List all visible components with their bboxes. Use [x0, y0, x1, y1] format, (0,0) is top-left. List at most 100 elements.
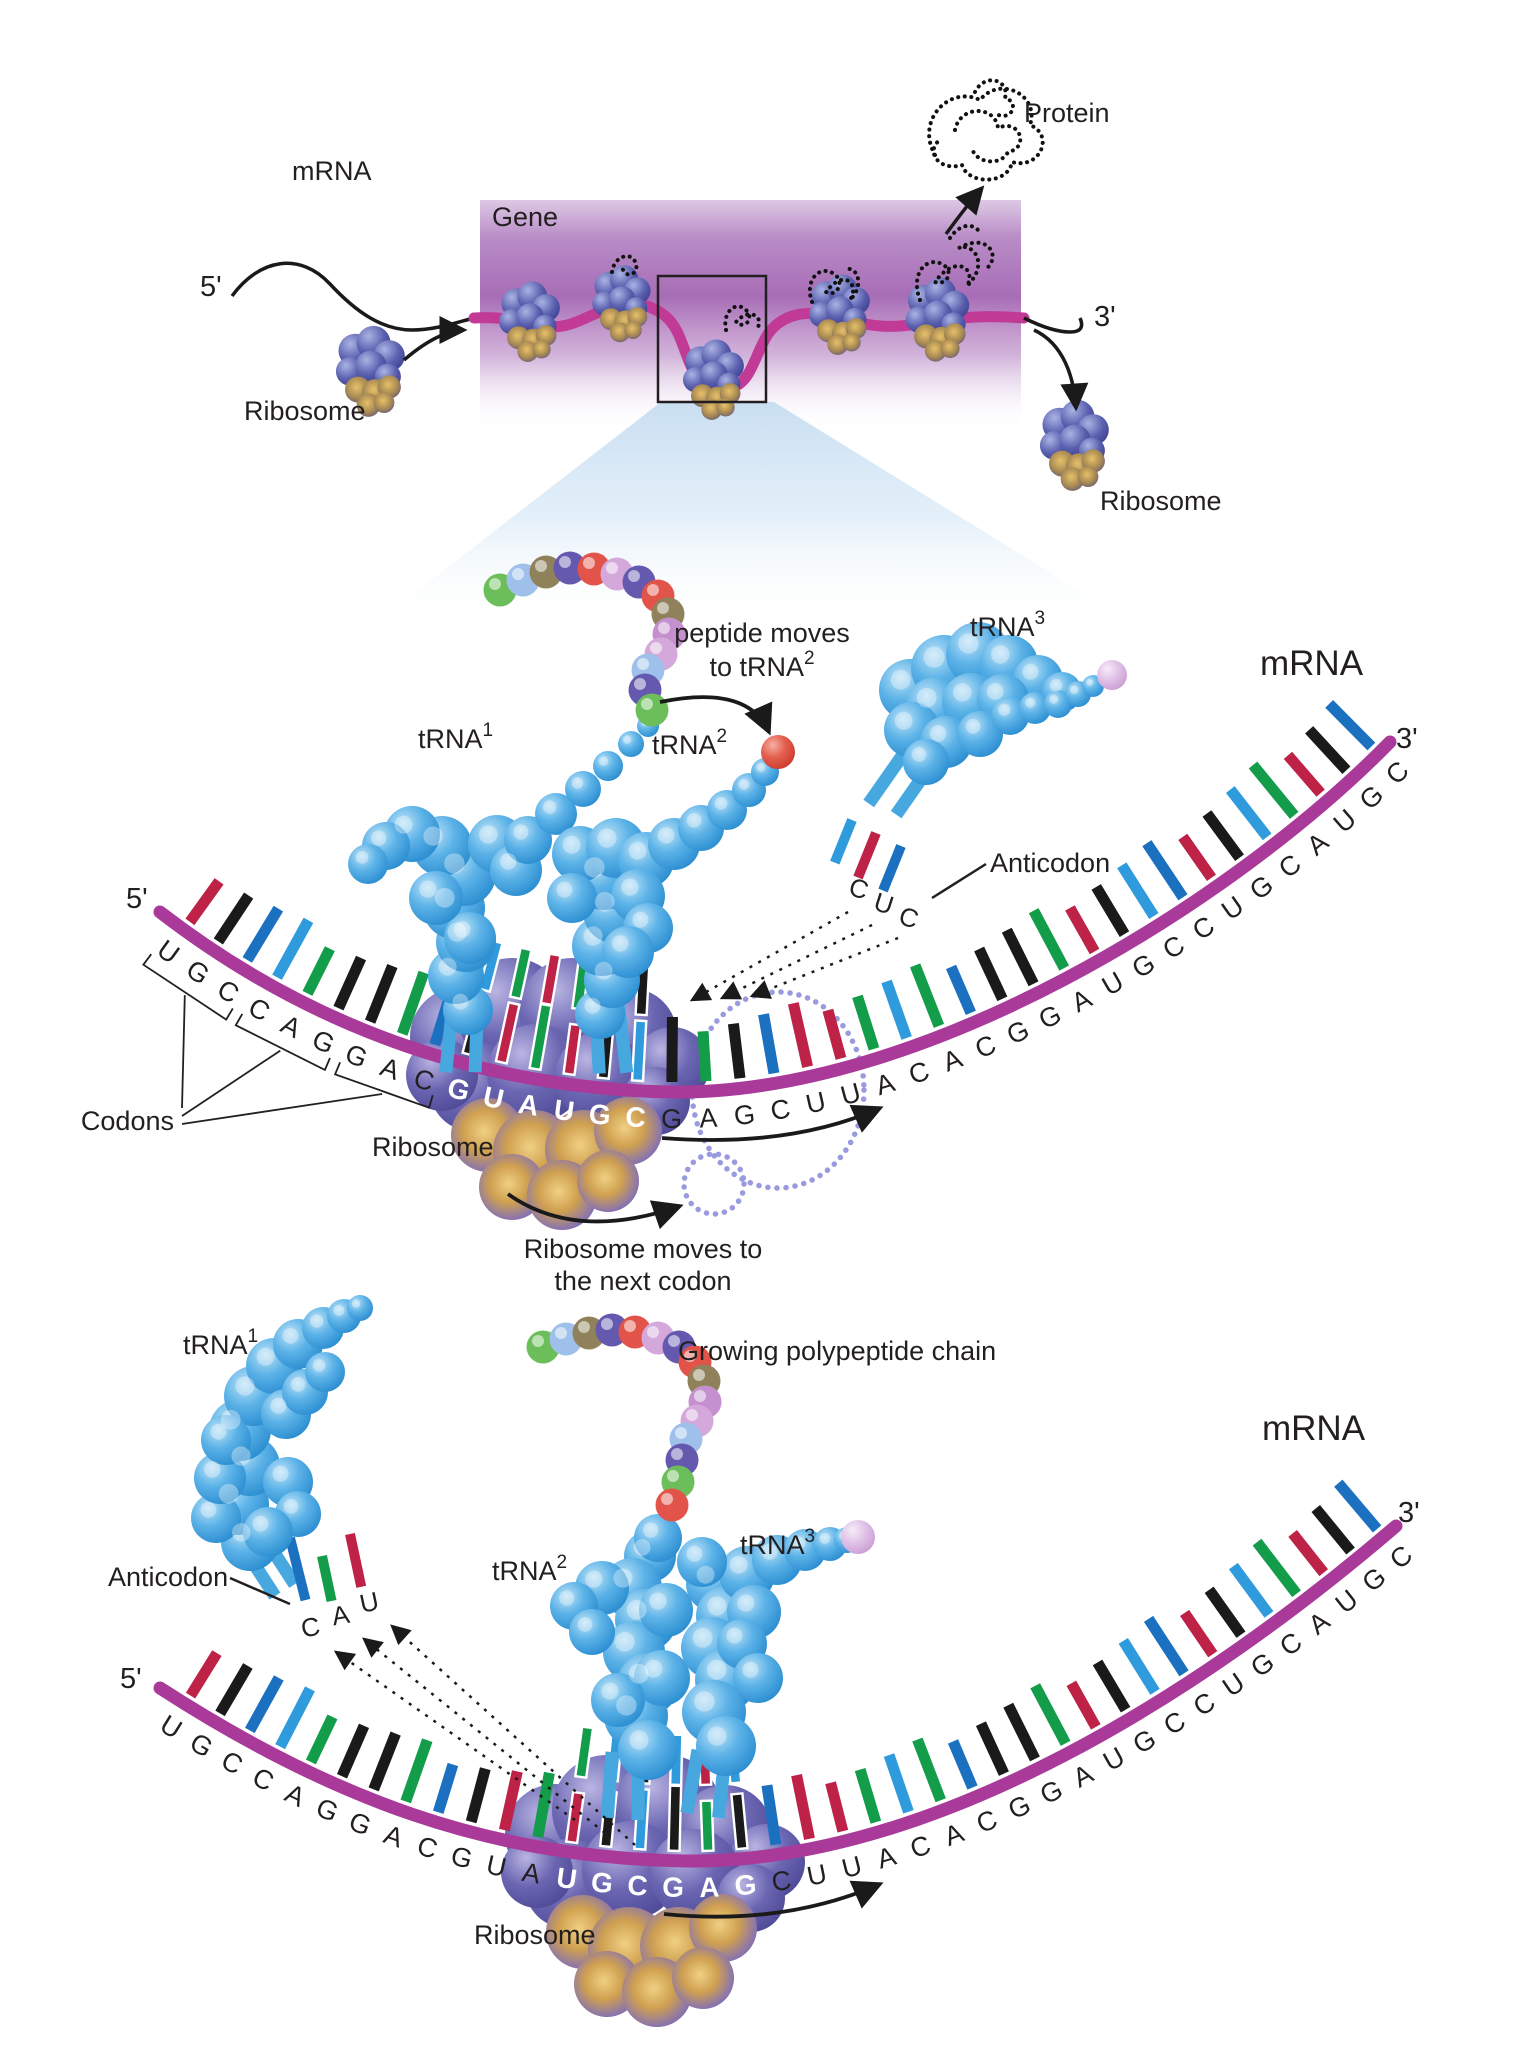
mrna-base-letter: C — [1273, 848, 1307, 884]
base-bar — [1066, 1680, 1101, 1730]
sphere-highlight — [916, 687, 937, 708]
sphere-highlight — [419, 880, 437, 898]
base-bar — [975, 1721, 1009, 1776]
sphere-highlight — [256, 1347, 275, 1366]
sphere-highlight — [692, 1627, 713, 1648]
sphere-highlight — [584, 857, 605, 878]
sphere-highlight — [686, 813, 702, 828]
base-bar — [825, 1781, 849, 1833]
three-prime-bottom: 3' — [1398, 1497, 1420, 1529]
ribosome-label-top-right: Ribosome — [1100, 486, 1222, 516]
mrna-base-letter: A — [1067, 983, 1097, 1018]
mrna-base-letter: C — [627, 1870, 649, 1902]
trna-sphere — [593, 751, 623, 781]
arrow-ribosome-leaves — [1033, 328, 1089, 412]
sphere-highlight — [953, 683, 972, 702]
base-bar — [1202, 810, 1244, 862]
ribosome-small-subunit — [451, 1097, 662, 1230]
base-bar — [758, 1013, 780, 1075]
sphere-highlight — [714, 797, 728, 810]
peptide-note-line2: to tRNA2 — [709, 648, 814, 682]
trna-sphere — [569, 1609, 615, 1655]
svg-text:U: U — [357, 1586, 382, 1619]
peptide-chain-bottom — [526, 1313, 722, 1522]
mrna-base-letter: U — [1216, 890, 1249, 926]
sphere-highlight — [626, 1599, 647, 1620]
mrna-base-letter: G — [1356, 1561, 1391, 1598]
sphere-highlight — [434, 887, 455, 908]
sphere-highlight — [309, 1314, 324, 1328]
mrna-base-letter: C — [1187, 910, 1220, 946]
mrna-base-letter: U — [155, 1709, 187, 1745]
sphere-highlight — [675, 1427, 687, 1439]
sphere-highlight — [686, 1409, 698, 1421]
ribosome-small-subunit — [546, 1894, 757, 2027]
base-bar — [1283, 751, 1325, 797]
sphere-highlight — [578, 1321, 590, 1333]
mrna-base-letter: U — [1097, 966, 1129, 1002]
mrna-label-middle: mRNA — [1260, 644, 1364, 683]
base-bar — [494, 1001, 521, 1065]
sphere-highlight — [513, 824, 529, 840]
codon-bracket — [234, 1013, 331, 1072]
mrna-base-letter: A — [939, 1043, 967, 1078]
sphere-highlight — [290, 1377, 306, 1392]
mrna-base-letter: A — [276, 1009, 306, 1044]
base-bar — [432, 1762, 459, 1814]
anticodon-bar — [573, 1725, 595, 1780]
trna-sphere — [634, 1650, 690, 1706]
sphere-highlight — [1049, 679, 1063, 692]
five-prime-middle: 5' — [126, 883, 148, 915]
base-bar — [242, 905, 284, 963]
five-prime-top: 5' — [200, 271, 222, 303]
trna3-illustration-middle — [879, 622, 1104, 785]
mrna-base-letter: U — [1217, 1667, 1250, 1703]
zoom-box — [656, 274, 768, 404]
sphere-highlight — [628, 1663, 649, 1684]
sphere-highlight — [355, 851, 369, 864]
ribosome-sphere — [577, 1150, 639, 1212]
base-bar — [272, 917, 314, 980]
sphere-highlight — [686, 1545, 703, 1562]
base-bar — [974, 946, 1008, 1002]
mrna-base-letter: G — [312, 1792, 343, 1828]
mrna-base: C — [761, 1784, 793, 1897]
sphere-highlight — [643, 1522, 659, 1538]
nascent-chain-boxed — [723, 304, 762, 332]
base-bar — [562, 1022, 583, 1077]
sphere-highlight — [423, 826, 443, 846]
base-bar — [275, 1686, 315, 1750]
ribosome-sphere — [842, 333, 861, 352]
peptide-bead — [635, 693, 669, 727]
sphere-highlight — [756, 762, 766, 772]
base-bar — [730, 1792, 749, 1851]
mrna-base-letter: A — [1303, 1606, 1336, 1641]
mrna-base-letter: A — [872, 1067, 898, 1101]
move-note-line1: Ribosome moves to — [524, 1234, 763, 1264]
base-bar — [302, 946, 335, 996]
trna-sphere — [409, 871, 463, 925]
mrna-base-letter: C — [1384, 1539, 1418, 1574]
trna-sphere — [677, 1537, 727, 1587]
base-bar — [1204, 1586, 1246, 1638]
sphere-highlight — [394, 815, 413, 834]
base-bar — [1091, 884, 1130, 937]
ribosome-label-middle: Ribosome — [372, 1132, 494, 1162]
sphere-highlight — [535, 560, 547, 572]
base-bar — [1142, 840, 1188, 901]
mrna-base-letter: G — [733, 1869, 758, 1902]
mrna-base-letter: A — [376, 1052, 403, 1086]
base-bar — [947, 1739, 978, 1790]
top-arrows — [402, 185, 1089, 412]
sphere-highlight — [613, 1568, 633, 1588]
sphere-highlight — [220, 1409, 241, 1430]
protein-tangle-inner — [953, 109, 1023, 164]
base-bar — [1030, 1683, 1071, 1746]
base-bar — [1228, 1562, 1274, 1618]
codon-fan-line — [181, 995, 186, 1109]
svg-text:C: C — [299, 1611, 323, 1644]
sphere-highlight — [351, 1299, 361, 1308]
mrna-base-letter: A — [380, 1819, 407, 1853]
